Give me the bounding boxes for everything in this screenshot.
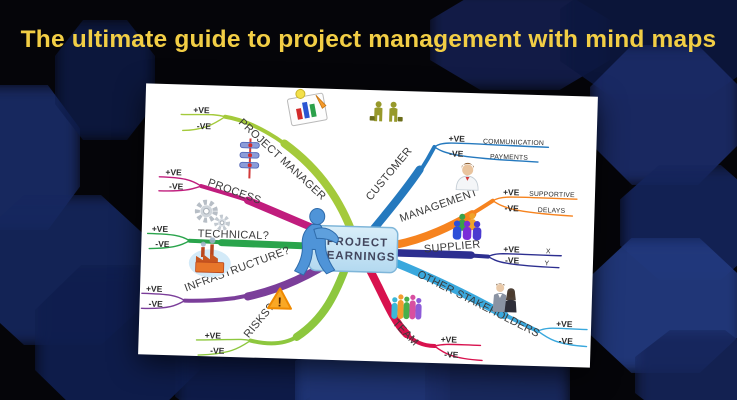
mindmap-diagram: PROJECT MANAGER PROCESS TECHNICAL? INFRA…	[140, 88, 588, 362]
positive-fork-line	[146, 232, 191, 242]
gears-icon	[194, 199, 231, 231]
branch-path	[248, 259, 350, 346]
warning-icon: !	[267, 287, 292, 310]
negative-fork-line	[148, 240, 191, 250]
man-woman-icon	[492, 283, 517, 313]
positive-fork-line	[492, 196, 578, 202]
positive-label: +VE	[503, 187, 520, 197]
branch-path	[390, 259, 540, 334]
negative-label: -VE	[505, 255, 520, 265]
negative-fork-line	[433, 146, 539, 163]
negative-label: -VE	[169, 181, 184, 191]
positive-label: +VE	[152, 224, 169, 234]
negative-label: -VE	[197, 121, 212, 131]
branch-other-stakeholders	[388, 257, 588, 348]
branch-management	[391, 196, 578, 249]
presenter-figure-icon	[293, 207, 339, 276]
negative-fork-line	[140, 299, 186, 310]
branch-team	[363, 262, 483, 362]
positive-outcome-label: X	[546, 248, 551, 255]
positive-label: +VE	[448, 133, 465, 143]
mindmap-card: PROJECT MANAGER PROCESS TECHNICAL? INFRA…	[138, 83, 598, 368]
center-label-line1: PROJECT	[327, 236, 389, 250]
branch-label-other-stakeholders: OTHER STAKEHOLDERS	[415, 268, 541, 340]
positive-label: +VE	[146, 283, 163, 293]
branch-label-team: TEAM	[390, 317, 421, 348]
chart-presentation-icon	[286, 88, 328, 127]
negative-fork-line	[492, 199, 574, 217]
positive-fork-line	[195, 338, 252, 342]
positive-fork-line	[158, 176, 202, 187]
positive-label: +VE	[503, 244, 520, 254]
negative-fork-line	[182, 116, 226, 132]
people-group-icon	[452, 213, 482, 241]
branch-path	[223, 114, 356, 239]
negative-label: -VE	[504, 203, 519, 213]
negative-outcome-label: Y	[544, 260, 549, 267]
positive-label: +VE	[556, 319, 573, 329]
negative-label: -VE	[148, 299, 163, 309]
team-people-icon	[391, 294, 422, 320]
branch-path	[365, 264, 437, 349]
positive-label: +VE	[165, 167, 182, 177]
negative-label: -VE	[449, 148, 464, 158]
negative-fork-line	[197, 339, 252, 356]
positive-label: +VE	[193, 105, 210, 115]
negative-fork-line	[537, 330, 588, 348]
page-title: The ultimate guide to project management…	[20, 26, 717, 53]
bokeh-shape	[55, 20, 155, 140]
positive-outcome-label: SUPPORTIVE	[529, 191, 575, 199]
branch-path	[393, 198, 495, 247]
bokeh-shape	[590, 45, 737, 185]
positive-fork-line	[180, 113, 226, 118]
branch-path	[395, 250, 491, 259]
negative-label: -VE	[210, 345, 225, 355]
negative-fork-line	[158, 185, 202, 192]
branch-label-customer: CUSTOMER	[364, 145, 415, 203]
positive-fork-line	[433, 142, 550, 149]
negative-label: -VE	[559, 336, 574, 346]
branch-label-supplier: SUPPLIER	[423, 238, 481, 255]
branch-path	[182, 254, 342, 303]
positive-fork-line	[433, 343, 482, 347]
branch-supplier	[393, 249, 562, 269]
process-steps-icon	[239, 138, 260, 179]
center-node: PROJECT LEARNINGS	[293, 207, 399, 276]
negative-fork-line	[487, 255, 560, 269]
manager-person-icon	[455, 162, 479, 191]
negative-label: -VE	[444, 349, 459, 359]
factory-icon	[188, 237, 231, 278]
positive-label: +VE	[441, 334, 458, 344]
business-people-icon	[369, 101, 403, 122]
positive-label: +VE	[205, 330, 222, 340]
negative-outcome-label: PAYMENTS	[490, 154, 528, 162]
branch-label-technical: TECHNICAL?	[197, 228, 269, 242]
positive-fork-line	[487, 253, 562, 258]
positive-fork-line	[141, 292, 186, 302]
positive-outcome-label: COMMUNICATION	[483, 138, 544, 147]
center-label-line2: LEARNINGS	[319, 250, 396, 264]
svg-text:!: !	[277, 294, 282, 309]
negative-outcome-label: DELAYS	[538, 207, 566, 215]
negative-label: -VE	[155, 239, 170, 249]
positive-fork-line	[537, 327, 588, 332]
negative-fork-line	[433, 345, 483, 362]
